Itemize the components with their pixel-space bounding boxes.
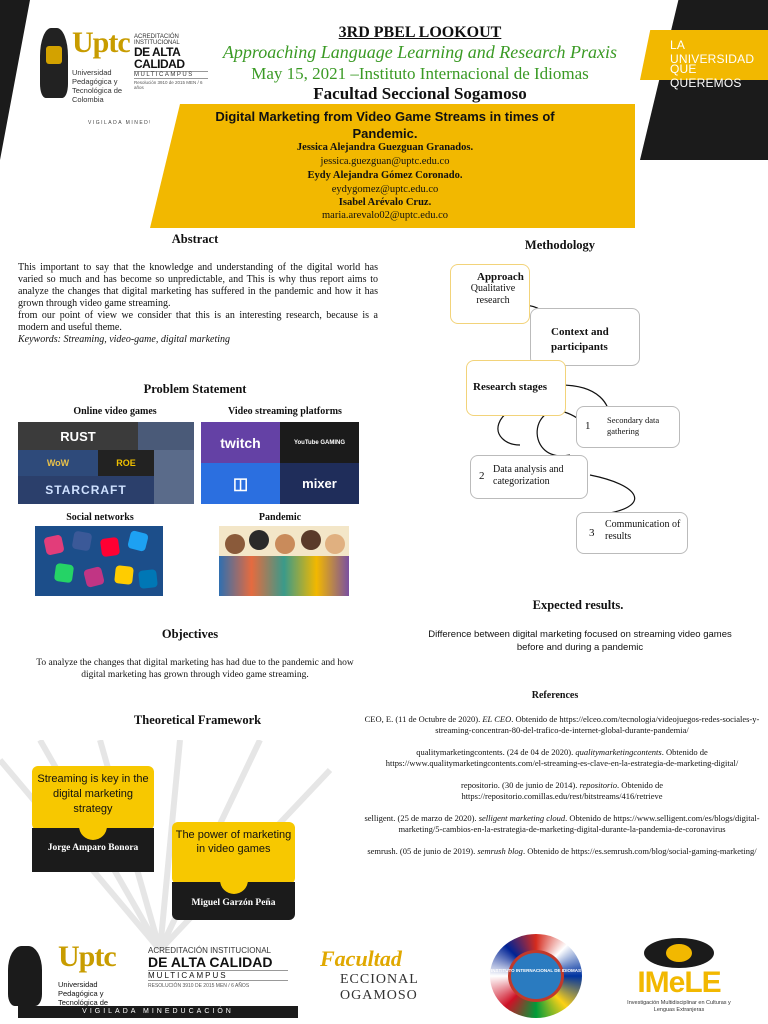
- pandemic-image: [219, 526, 349, 596]
- stage-2-box: 2 Data analysis and categorization: [470, 455, 588, 499]
- footer-uptc-logo: Uptc Universidad Pedagógica y Tecnológic…: [8, 940, 298, 1020]
- header-left-stripe: [0, 0, 30, 160]
- university-slogan-line1: LA UNIVERSIDAD: [670, 38, 755, 66]
- faculty-name: Facultad Seccional Sogamoso: [313, 84, 527, 103]
- author-email-3[interactable]: maria.arevalo02@uptc.edu.co: [322, 210, 448, 221]
- footer-accreditation: ACREDITACIÓN INSTITUCIONAL DE ALTA CALID…: [148, 946, 288, 989]
- uptc-wordmark: Uptc: [72, 26, 131, 59]
- stage-2-number: 2: [479, 470, 485, 482]
- rust-tile: RUST: [18, 422, 138, 450]
- footer-uptc-wordmark: Uptc: [58, 940, 117, 973]
- author-name-1: Jessica Alejandra Guezguan Granados.: [296, 142, 474, 153]
- online-games-label: Online video games: [73, 406, 157, 417]
- game-character-tile: [154, 450, 194, 504]
- reference-3: repositorio. (30 de junio de 2014). repo…: [460, 780, 664, 801]
- vigilada-label: VIGILADA MINEDUCACIÓN: [88, 120, 183, 126]
- framework-heading: Theoretical Framework: [133, 713, 262, 727]
- accreditation-line3: MULTICAMPUS: [134, 71, 208, 79]
- game-square-tile: ◫: [201, 463, 280, 504]
- objectives-body: To analyze the changes that digital mark…: [36, 658, 354, 680]
- reference-1: CEO, E. (11 de Octubre de 2020). EL CEO.…: [364, 714, 760, 735]
- header-right-gold-band: [640, 30, 768, 80]
- accreditation-line1: ACREDITACIÓN INSTITUCIONAL: [134, 34, 180, 46]
- footer-crest-icon: [8, 946, 42, 1006]
- social-networks-image: [35, 526, 163, 596]
- framework-card-1-text: Streaming is key in the digital marketin…: [37, 773, 149, 815]
- approach-box: Approach Qualitative research: [450, 264, 530, 324]
- event-date-place: May 15, 2021 –Instituto Internacional de…: [251, 64, 589, 83]
- approach-label: Approach: [477, 271, 524, 283]
- uptc-crest-icon: [40, 28, 68, 98]
- pandemic-label: Pandemic: [258, 512, 302, 523]
- accreditation-line2: DE ALTA CALIDAD: [134, 45, 185, 71]
- expected-results-heading: Expected results.: [532, 598, 624, 612]
- framework-card-1-author: Jorge Amparo Bonora: [47, 843, 139, 853]
- stage-2-label: Data analysis and categorization: [493, 464, 564, 487]
- uptc-logo: Uptc Universidad Pedagógica y Tecnológic…: [36, 20, 208, 126]
- facultad-sogamoso-logo: Facultad ECCIONAL OGAMOSO: [320, 946, 419, 1003]
- mixer-tile: mixer: [280, 463, 359, 504]
- reference-4: selligent. (25 de marzo de 2020). sellig…: [364, 813, 760, 834]
- footer-vigilada: VIGILADA MINEDUCACIÓN: [18, 1006, 298, 1018]
- imele-logo: IMeLE Investigación Multidisciplinar en …: [618, 938, 740, 1016]
- event-theme: Approaching Language Learning and Resear…: [222, 42, 618, 62]
- references-heading: References: [531, 690, 579, 701]
- stage-1-number: 1: [585, 420, 591, 432]
- youtube-gaming-tile: YouTube GAMING: [280, 422, 359, 463]
- uptc-subtitle: Universidad Pedagógica y Tecnológica de …: [72, 68, 123, 104]
- methodology-heading: Methodology: [524, 238, 596, 252]
- abstract-paragraph-1: This important to say that the knowledge…: [18, 262, 378, 309]
- game-art-tile: [138, 422, 194, 450]
- author-name-2: Eydy Alejandra Gómez Coronado.: [307, 170, 463, 181]
- stage-3-number: 3: [589, 527, 595, 539]
- abstract-paragraph-2: from our point of view we consider that …: [18, 310, 378, 333]
- stages-box: Research stages: [466, 360, 566, 416]
- stage-1-box: 1 Secondary data gathering: [576, 406, 680, 448]
- wow-tile: WoW: [18, 450, 98, 476]
- university-slogan-line2: QUE QUEREMOS: [670, 62, 742, 90]
- author-email-1[interactable]: jessica.guezguan@uptc.edu.co: [320, 156, 450, 167]
- context-box: Context and participants: [530, 308, 640, 366]
- reference-2: qualitymarketingcontents. (24 de 04 de 2…: [385, 747, 739, 768]
- stage-3-box: 3 Communication of results: [576, 512, 688, 554]
- event-title: 3RD PBEL LOOKOUT: [338, 24, 502, 41]
- twitch-tile: twitch: [201, 422, 280, 463]
- starcraft-tile: STARCRAFT: [18, 476, 154, 504]
- approach-value: Qualitative research: [470, 283, 516, 306]
- online-games-image: RUST WoW ROE STARCRAFT: [18, 422, 194, 504]
- stage-3-label: Communication of results: [605, 519, 681, 542]
- paper-title: Digital Marketing from Video Game Stream…: [215, 109, 555, 141]
- streaming-label: Video streaming platforms: [228, 406, 342, 417]
- author-name-3: Isabel Arévalo Cruz.: [338, 197, 432, 208]
- framework-card-2-text: The power of marketing in video games: [175, 829, 292, 855]
- title-band: [150, 104, 635, 228]
- globe-icon: [508, 950, 564, 1002]
- author-email-2[interactable]: eydygomez@uptc.edu.co: [331, 184, 439, 195]
- framework-card-2-author: Miguel Garzón Peña: [191, 898, 276, 908]
- references-list: CEO, E. (11 de Octubre de 2020). EL CEO.…: [362, 714, 762, 868]
- accreditation-block: ACREDITACIÓN INSTITUCIONAL DE ALTA CALID…: [134, 34, 208, 90]
- abstract-body: This important to say that the knowledge…: [18, 262, 378, 346]
- accreditation-line4: Resolución 3910 de 2015 MEN / 6 años: [134, 80, 203, 90]
- objectives-heading: Objectives: [161, 627, 219, 641]
- abstract-heading: Abstract: [171, 232, 219, 246]
- instituto-idiomas-logo: INSTITUTO INTERNACIONAL DE IDIOMAS: [490, 934, 582, 1018]
- reference-5: semrush. (05 de junio de 2019). semrush …: [367, 846, 757, 856]
- framework-card-2-bullet: [220, 866, 248, 894]
- roe-tile: ROE: [98, 450, 154, 476]
- abstract-keywords: Keywords: Streaming, video-game, digital…: [18, 334, 231, 345]
- social-networks-label: Social networks: [66, 512, 134, 523]
- streaming-platforms-image: twitch YouTube GAMING ◫ mixer: [201, 422, 359, 504]
- stage-1-label: Secondary data gathering: [607, 415, 660, 436]
- problem-heading: Problem Statement: [143, 382, 247, 396]
- framework-card-1-bullet: [79, 812, 107, 840]
- stages-label: Research stages: [473, 381, 548, 393]
- expected-results-body: Difference between digital marketing foc…: [428, 629, 732, 653]
- context-label: Context and participants: [551, 326, 609, 353]
